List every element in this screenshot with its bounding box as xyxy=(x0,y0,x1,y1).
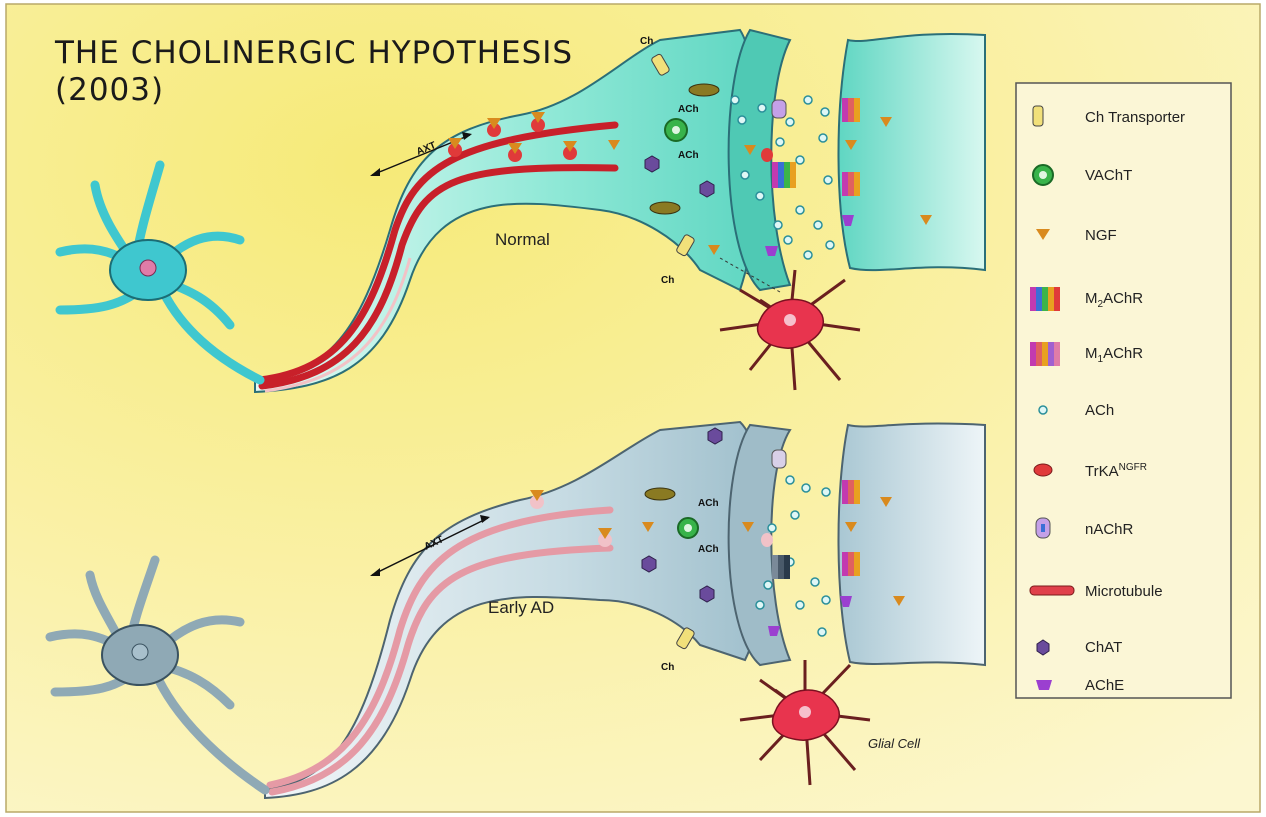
ad-mitochondrion xyxy=(645,488,675,500)
ad-ach-label-2: ACh xyxy=(698,544,719,555)
normal-postsynaptic-terminal xyxy=(838,34,985,270)
legend-ach: ACh xyxy=(1085,402,1114,419)
ad-ch-bottom-label: Ch xyxy=(661,662,674,673)
normal-ach-label-2: ACh xyxy=(678,150,699,161)
normal-ach-label-1: ACh xyxy=(678,104,699,115)
ad-chat-3 xyxy=(700,586,714,602)
legend: Ch Transporter VAChT NGF M2AChR M1AChR A… xyxy=(1016,83,1231,698)
glial-cell-label: Glial Cell xyxy=(868,736,921,751)
legend-ngf: NGF xyxy=(1085,227,1117,244)
m1achr-icon xyxy=(1030,342,1060,366)
ch-transporter-icon xyxy=(1033,106,1043,126)
m2achr-icon xyxy=(1030,287,1060,311)
microtubule-icon xyxy=(1030,586,1074,595)
normal-ch-top-label: Ch xyxy=(640,36,653,47)
diagram-year: (2003) xyxy=(55,72,164,108)
ad-ach-label-1: ACh xyxy=(698,498,719,509)
legend-ache: AChE xyxy=(1085,677,1124,694)
diagram-title: THE CHOLINERGIC HYPOTHESIS xyxy=(54,35,573,71)
ad-postsynaptic-terminal xyxy=(838,424,985,665)
chat-icon xyxy=(1037,640,1049,655)
legend-vacht: VAChT xyxy=(1085,167,1132,184)
nachr-icon xyxy=(1036,518,1050,538)
legend-chat: ChAT xyxy=(1085,639,1122,656)
legend-ch-transporter: Ch Transporter xyxy=(1085,109,1185,126)
normal-mitochondrion-2 xyxy=(650,202,680,214)
normal-vacht xyxy=(665,119,687,141)
ad-chat-2 xyxy=(642,556,656,572)
ad-label: Early AD xyxy=(488,598,554,617)
legend-microtubule: Microtubule xyxy=(1085,583,1163,600)
ad-chat-1 xyxy=(708,428,722,444)
normal-chat-1 xyxy=(645,156,659,172)
legend-nachr: nAChR xyxy=(1085,521,1134,538)
normal-mitochondrion-1 xyxy=(689,84,719,96)
trka-icon xyxy=(1034,464,1052,476)
ad-vacht xyxy=(678,518,698,538)
ach-icon xyxy=(1039,406,1047,414)
normal-label: Normal xyxy=(495,230,550,249)
vacht-icon xyxy=(1033,165,1053,185)
normal-ch-bottom-label: Ch xyxy=(661,275,674,286)
normal-chat-2 xyxy=(700,181,714,197)
